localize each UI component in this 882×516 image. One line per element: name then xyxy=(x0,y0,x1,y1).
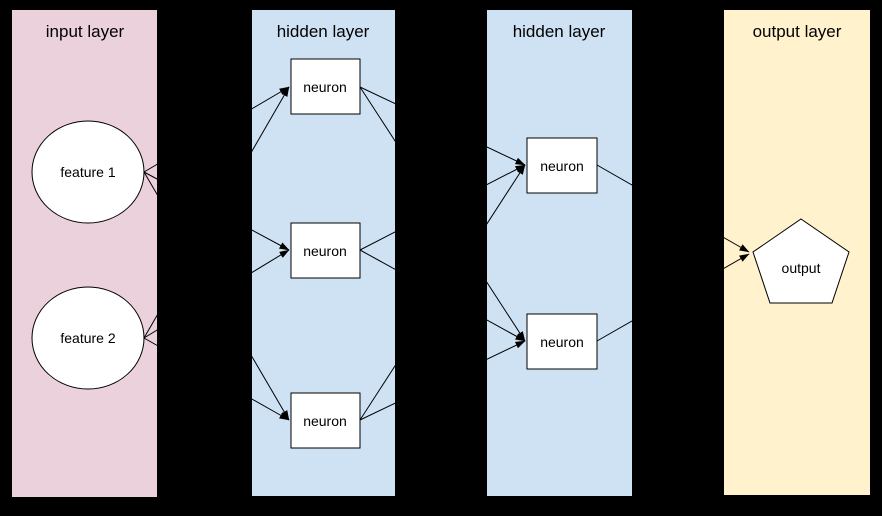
hidden2-neuron-2-node: neuron xyxy=(526,313,598,370)
feature-2-label: feature 2 xyxy=(60,330,115,346)
edge-feature1-h1n1 xyxy=(143,86,290,173)
feature-1-node: feature 1 xyxy=(31,120,145,224)
output-layer-title: output layer xyxy=(753,22,842,41)
edge-h1n1-h2n2 xyxy=(359,86,526,342)
feature-1-ellipse xyxy=(31,120,145,224)
hidden2-neuron-1-label: neuron xyxy=(540,158,584,174)
edge-h1n3-h2n1 xyxy=(359,164,526,421)
edge-feature2-h1n1 xyxy=(143,86,290,339)
hidden1-neuron-3-node: neuron xyxy=(290,392,361,449)
edge-h1n2-h2n1 xyxy=(359,164,526,251)
edges-hidden1-to-hidden2 xyxy=(359,86,526,421)
output-node: output xyxy=(752,218,850,304)
hidden1-neuron-1-node: neuron xyxy=(290,58,361,115)
hidden1-neuron-3-label: neuron xyxy=(303,413,347,429)
hidden-layer-1-title: hidden layer xyxy=(277,22,370,41)
feature-2-ellipse xyxy=(31,286,145,390)
edge-h1n3-h2n2 xyxy=(359,340,526,421)
feature-2-node: feature 2 xyxy=(31,286,145,390)
hidden1-neuron-2-label: neuron xyxy=(303,243,347,259)
edge-feature2-h1n2 xyxy=(143,249,290,339)
edge-h1n2-h2n2 xyxy=(359,249,526,342)
feature-1-label: feature 1 xyxy=(60,164,115,180)
output-pentagon xyxy=(752,218,850,304)
hidden-layer-2-title: hidden layer xyxy=(513,22,606,41)
edges-hidden2-to-output xyxy=(596,164,750,342)
hidden2-neuron-1-node: neuron xyxy=(526,137,598,194)
edge-h2n1-output xyxy=(596,164,750,253)
hidden1-neuron-1-label: neuron xyxy=(303,79,347,95)
hidden1-neuron-3-rect xyxy=(290,392,361,449)
edges-input-to-hidden1 xyxy=(143,86,290,421)
input-layer-panel xyxy=(12,10,157,497)
input-layer-title: input layer xyxy=(46,22,125,41)
edge-h1n1-h2n1 xyxy=(359,86,526,166)
hidden1-neuron-2-node: neuron xyxy=(290,222,361,279)
hidden2-neuron-2-rect xyxy=(526,313,598,370)
edge-h2n2-output xyxy=(596,253,750,342)
hidden-layer-2-panel xyxy=(487,10,632,496)
hidden1-neuron-2-rect xyxy=(290,222,361,279)
hidden2-neuron-1-rect xyxy=(526,137,598,194)
edge-feature2-h1n3 xyxy=(143,337,290,421)
hidden1-neuron-1-rect xyxy=(290,58,361,115)
output-label: output xyxy=(782,260,821,276)
hidden2-neuron-2-label: neuron xyxy=(540,334,584,350)
edge-feature1-h1n3 xyxy=(143,171,290,421)
edge-feature1-h1n2 xyxy=(143,171,290,251)
